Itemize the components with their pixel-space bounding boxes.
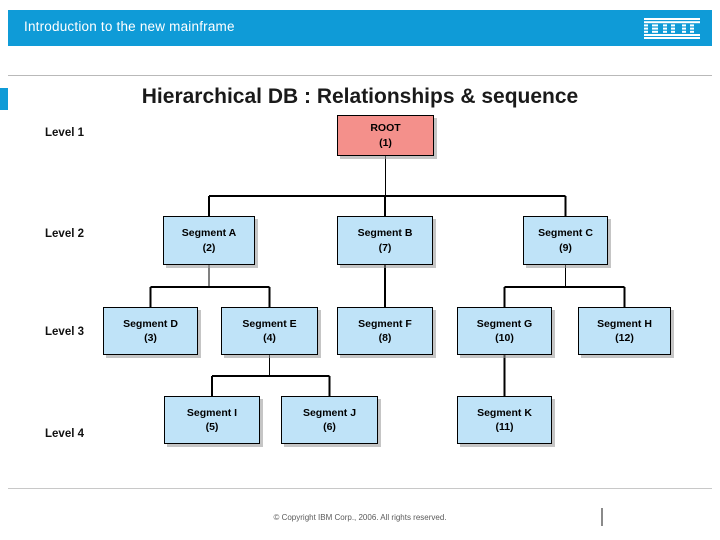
level-label-4: Level 4	[45, 428, 84, 440]
node-label: Segment K	[477, 406, 532, 420]
node-label: ROOT	[370, 121, 400, 135]
node-i[interactable]: Segment I(5)	[164, 396, 260, 444]
node-label: Segment J	[303, 406, 356, 420]
ibm-logo	[644, 18, 700, 39]
node-sequence-number: (10)	[495, 331, 514, 345]
node-label: Segment E	[242, 317, 296, 331]
node-sequence-number: (11)	[495, 420, 513, 434]
node-h[interactable]: Segment H(12)	[578, 307, 671, 355]
node-sequence-number: (7)	[379, 241, 392, 255]
node-label: Segment D	[123, 317, 178, 331]
node-b[interactable]: Segment B(7)	[337, 216, 433, 265]
node-sequence-number: (1)	[379, 136, 392, 150]
footer-divider	[8, 488, 712, 489]
node-e[interactable]: Segment E(4)	[221, 307, 318, 355]
node-sequence-number: (4)	[263, 331, 276, 345]
node-label: Segment F	[358, 317, 412, 331]
node-sequence-number: (12)	[615, 331, 634, 345]
node-label: Segment I	[187, 406, 237, 420]
header-bar: Introduction to the new mainframe	[8, 10, 712, 46]
node-a[interactable]: Segment A(2)	[163, 216, 255, 265]
node-k[interactable]: Segment K(11)	[457, 396, 552, 444]
level-label-1: Level 1	[45, 127, 84, 139]
footer-marker	[601, 508, 603, 526]
node-j[interactable]: Segment J(6)	[281, 396, 378, 444]
node-label: Segment H	[597, 317, 652, 331]
node-sequence-number: (8)	[379, 331, 392, 345]
copyright-text: © Copyright IBM Corp., 2006. All rights …	[0, 513, 720, 522]
node-label: Segment C	[538, 226, 593, 240]
node-sequence-number: (2)	[203, 241, 216, 255]
node-sequence-number: (5)	[206, 420, 219, 434]
node-label: Segment A	[182, 226, 236, 240]
node-sequence-number: (9)	[559, 241, 572, 255]
header-divider	[8, 75, 712, 76]
node-label: Segment B	[358, 226, 413, 240]
level-label-2: Level 2	[45, 228, 84, 240]
node-label: Segment G	[477, 317, 532, 331]
node-c[interactable]: Segment C(9)	[523, 216, 608, 265]
page-title: Hierarchical DB : Relationships & sequen…	[0, 85, 720, 109]
header-title: Introduction to the new mainframe	[24, 19, 235, 34]
node-sequence-number: (6)	[323, 420, 336, 434]
node-g[interactable]: Segment G(10)	[457, 307, 552, 355]
level-label-3: Level 3	[45, 326, 84, 338]
node-f[interactable]: Segment F(8)	[337, 307, 433, 355]
node-d[interactable]: Segment D(3)	[103, 307, 198, 355]
node-sequence-number: (3)	[144, 331, 157, 345]
node-root[interactable]: ROOT(1)	[337, 115, 434, 156]
